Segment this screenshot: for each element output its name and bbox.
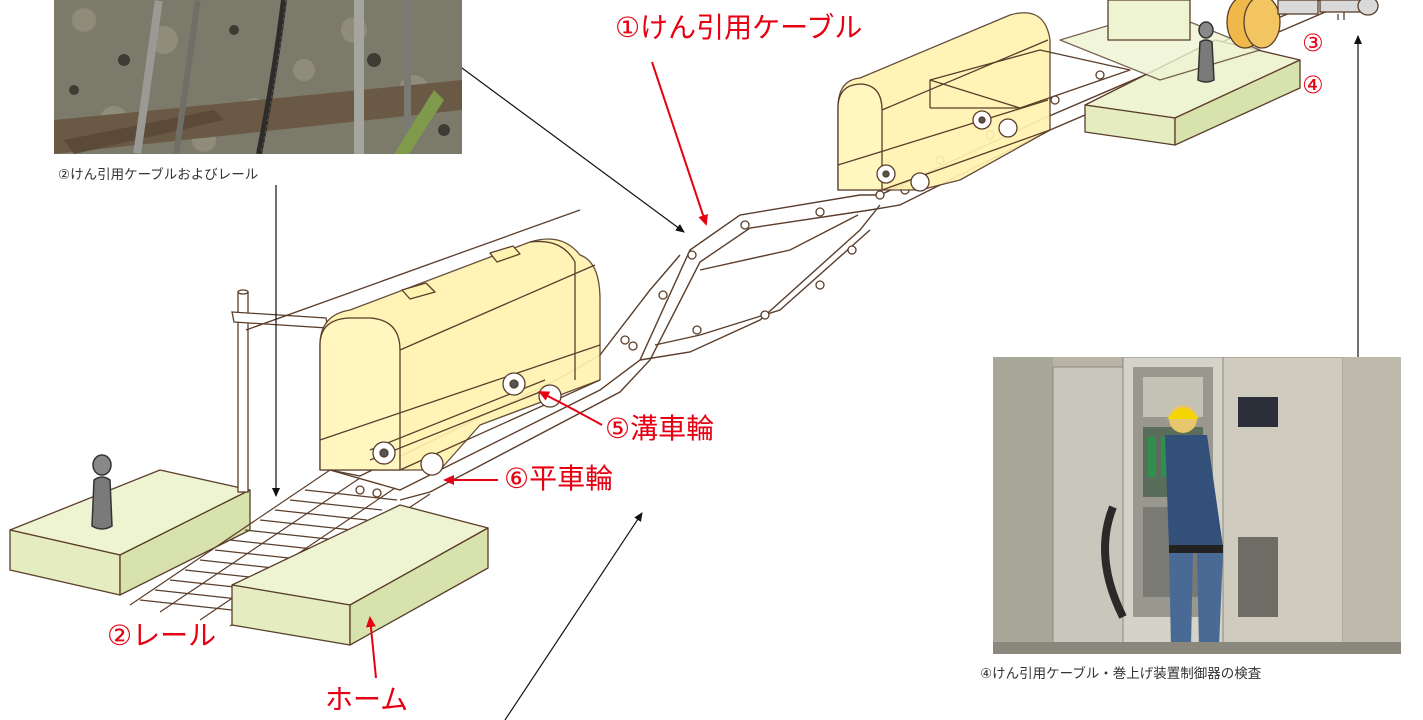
label-platform: ホーム: [325, 683, 409, 716]
label-number-4: ④: [1302, 71, 1324, 99]
label-groove-wheel: ⑤溝車輪: [605, 412, 715, 445]
label-flat-wheel: ⑥平車輪: [504, 462, 614, 495]
lower-car: [319, 238, 601, 471]
upper-car-wheels: [876, 110, 1018, 192]
platform-block: [231, 504, 489, 646]
hoist-house: [1107, 0, 1191, 41]
person-figure-upper: [1197, 21, 1215, 83]
hoist-drum: [1226, 0, 1379, 49]
photo-cable-rail-caption: ②けん引用ケーブルおよびレール: [58, 167, 259, 183]
person-figure-lower: [91, 454, 113, 530]
label-rail: ②レール: [107, 619, 217, 652]
left-platform: [9, 469, 251, 596]
upper-car: [837, 12, 1131, 191]
photo-cable-rail-image: [54, 0, 462, 154]
overhead-pole: [231, 209, 581, 493]
photo-cable-rail: [54, 0, 462, 154]
pointer-arrows: [272, 0, 1362, 720]
label-cable: ①けん引用ケーブル: [615, 11, 863, 44]
photo-inspection: [993, 357, 1401, 654]
photo-inspection-caption: ④けん引用ケーブル・巻上げ装置制御器の検査: [980, 666, 1262, 682]
lower-car-wheels: [372, 372, 562, 476]
label-number-3: ③: [1302, 29, 1324, 57]
photo-inspection-image: [993, 357, 1401, 654]
